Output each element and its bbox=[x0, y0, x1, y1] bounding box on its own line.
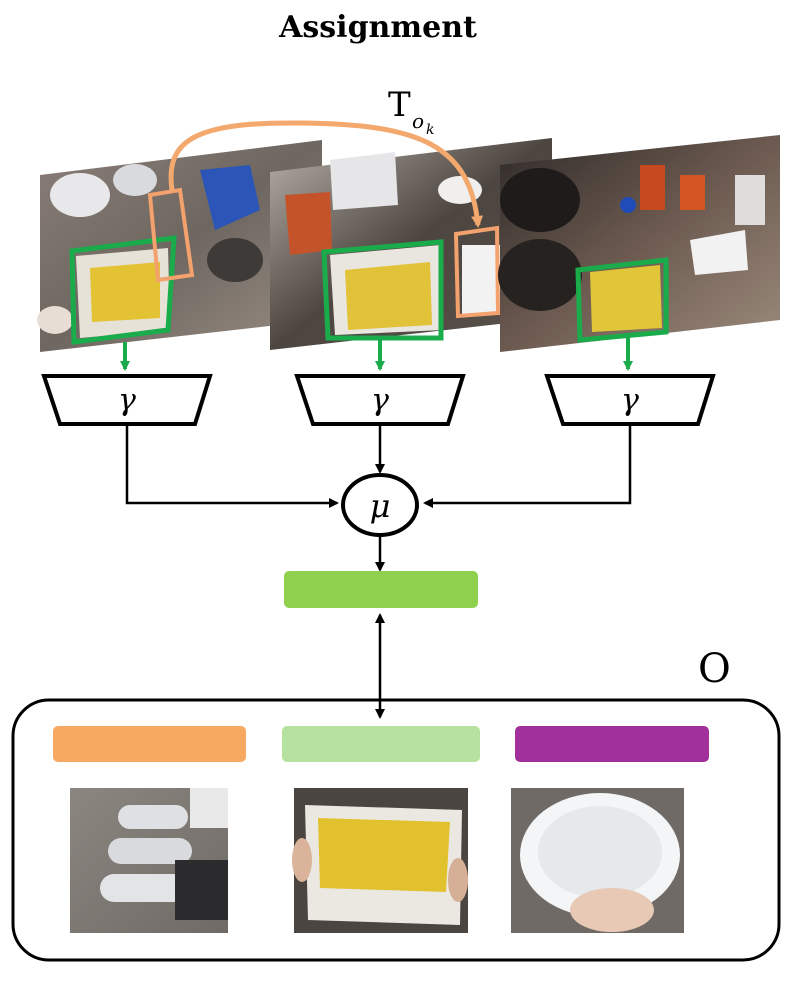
trajectory-subscript: o bbox=[412, 109, 424, 133]
encoder-symbol-1: γ bbox=[118, 383, 136, 418]
memory-container bbox=[11, 698, 781, 962]
memory-slot-bar-orange bbox=[53, 726, 246, 762]
encoder-symbol-2: γ bbox=[371, 383, 389, 418]
memory-label: O bbox=[698, 646, 731, 692]
encoder-2: γ bbox=[294, 374, 466, 426]
encoder-1-to-aggregate-arrow bbox=[125, 424, 339, 508]
trajectory-label: T o k bbox=[388, 85, 434, 138]
frame-3 bbox=[498, 135, 780, 352]
memory-thumbnail-paper-rolls bbox=[70, 788, 228, 933]
object-box-orange-2 bbox=[453, 225, 501, 319]
diagram-title: Assignment bbox=[278, 10, 477, 45]
encoder-3-to-aggregate-arrow bbox=[423, 424, 632, 508]
object-box-green-3 bbox=[575, 257, 669, 343]
encoder-3: γ bbox=[544, 374, 716, 426]
object-box-orange-1 bbox=[147, 187, 195, 283]
encoder-1: γ bbox=[41, 374, 213, 426]
frame-1 bbox=[37, 140, 322, 352]
object-box-green-2 bbox=[321, 239, 444, 341]
frame-2 bbox=[270, 138, 552, 350]
memory-thumbnail-cake-tray bbox=[292, 788, 468, 933]
memory-slot-bar-lightgreen bbox=[282, 726, 480, 762]
trajectory-arrow bbox=[168, 120, 484, 228]
trajectory-symbol: T bbox=[388, 85, 411, 125]
object-box-green-1 bbox=[69, 235, 177, 345]
memory-slot-bar-purple bbox=[515, 726, 709, 762]
trajectory-subsubscript: k bbox=[426, 122, 434, 138]
aggregated-feature-bar bbox=[284, 571, 478, 608]
memory-thumbnail-bowl bbox=[511, 788, 684, 933]
aggregate-symbol: μ bbox=[370, 487, 391, 525]
aggregate-node: μ bbox=[341, 473, 419, 537]
encoder-symbol-3: γ bbox=[621, 383, 639, 418]
